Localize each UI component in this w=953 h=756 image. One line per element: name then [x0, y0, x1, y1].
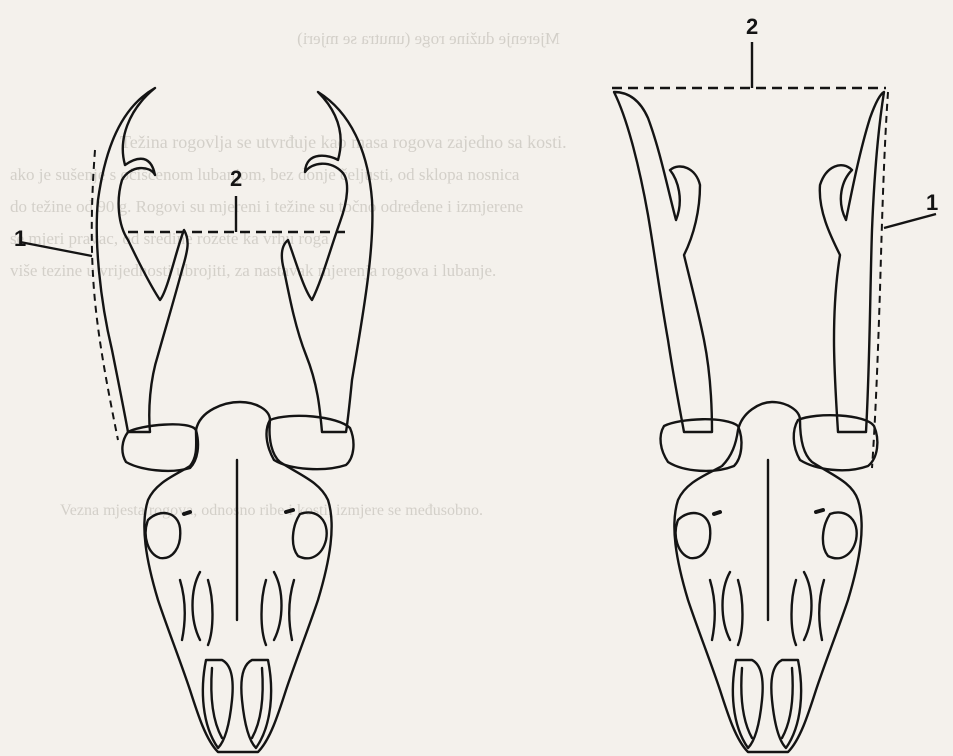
bleed-line-2: ako je sušenje s očiščenom lubanjom, bez… — [10, 165, 520, 184]
left-skull-right-foramen — [286, 510, 293, 512]
bleed-bottom-block: Vezna mjesta rogova, odnosno ribe i kost… — [60, 502, 483, 519]
right-skull-label-2: 2 — [746, 14, 758, 39]
right-skull-left-foramen — [714, 512, 720, 514]
bleed-line-1: Težina rogovlja se utvrđuje kao masa rog… — [120, 132, 567, 152]
right-skull-label-1: 1 — [926, 190, 938, 215]
left-skull-label-1: 1 — [14, 226, 26, 251]
left-skull-label-2: 2 — [230, 166, 242, 191]
bleed-line-5: više tezine u vrijednosti ubrojiti, za n… — [10, 261, 496, 280]
bleed-top-line: Mjerenje dužine roge (unutra se mjeri) — [297, 29, 560, 48]
right-skull-right-foramen — [816, 510, 823, 512]
left-skull-left-foramen — [184, 512, 190, 514]
bleed-line-3: do težine od 90 g. Rogovi su mjereni i t… — [10, 197, 523, 216]
